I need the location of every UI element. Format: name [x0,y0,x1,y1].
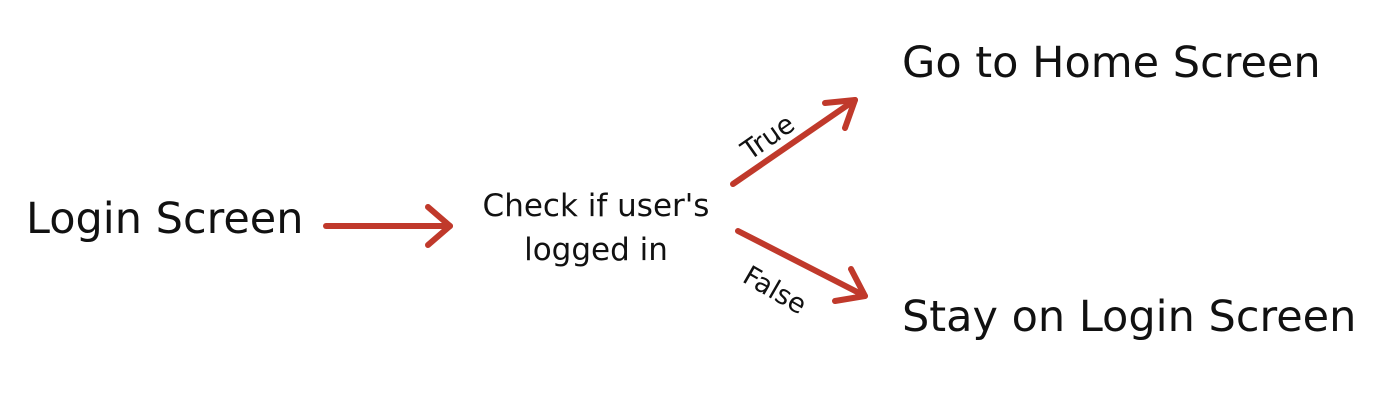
node-check-line-1: Check if user's [482,188,710,224]
arrow-login-to-check [323,204,453,248]
arrow-check-to-stay [735,228,868,304]
arrow-check-to-stay-shaft [735,228,868,299]
node-check-line-2: logged in [524,232,668,268]
arrow-check-to-stay-head [832,266,868,304]
node-login-screen: Login Screen [26,194,304,244]
node-stay-on-login-screen: Stay on Login Screen [902,292,1357,342]
node-home-screen: Go to Home Screen [902,38,1321,88]
arrow-login-to-check-head [425,204,453,248]
node-check-logged-in: Check if user's logged in [482,184,710,272]
arrow-check-to-home-shaft [730,97,858,187]
arrow-check-to-home-head [822,97,858,131]
arrow-check-to-home [730,97,858,187]
